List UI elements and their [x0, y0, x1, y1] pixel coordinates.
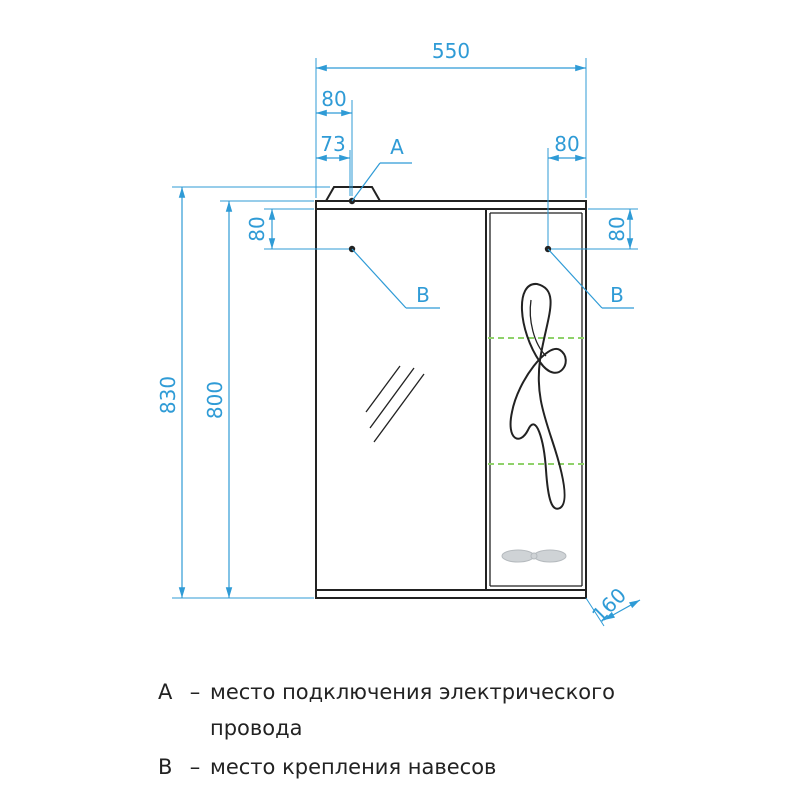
callout-a-label: A — [390, 135, 404, 159]
dim-right-offset-top-label: 80 — [554, 132, 579, 156]
legend-a-text-line2: провода — [210, 716, 303, 740]
bottom-plinth — [315, 589, 587, 599]
dim-body-height-label: 800 — [203, 381, 227, 419]
dim-left-offset-inner-label: 73 — [320, 132, 345, 156]
legend-b-text-line1: место крепления навесов — [210, 755, 497, 779]
cabinet-body — [315, 186, 587, 599]
callout-b-left-label: B — [416, 283, 430, 307]
dim-right-offset-top: 80 — [547, 132, 586, 246]
callout-a: A — [351, 135, 412, 202]
dim-right-vertical-small: 80 — [551, 208, 638, 250]
dim-left-vertical-small: 80 — [245, 208, 349, 250]
dim-left-offset-inner: 73 — [316, 132, 351, 196]
dim-body-height: 800 — [203, 200, 314, 599]
cabinet-drawing: 550 80 73 80 80 80 830 — [156, 39, 641, 627]
legend-a-text-line1: место подключения электрического — [210, 680, 616, 704]
dim-left-offset-outer-label: 80 — [321, 87, 346, 111]
cabinet-outline — [315, 208, 587, 591]
legend-a-line1: A–место подключения электрического — [158, 680, 615, 704]
mirror-glare — [365, 365, 425, 443]
legend-b-line1: B–место крепления навесов — [158, 755, 496, 779]
dim-right-vertical-small-label: 80 — [605, 216, 629, 241]
legend-a-line2: провода — [210, 716, 303, 740]
legend-b-dash: – — [189, 755, 201, 779]
bottom-ornament — [501, 549, 567, 563]
dim-left-vertical-small-label: 80 — [245, 216, 269, 241]
dim-total-height: 830 — [156, 186, 330, 599]
dim-total-height-label: 830 — [156, 376, 180, 414]
top-cornice — [315, 200, 587, 210]
legend-a-dash: – — [189, 680, 201, 704]
callout-b-right: B — [547, 248, 634, 309]
callout-b-left: B — [351, 248, 440, 309]
dim-depth-label: 160 — [587, 583, 631, 627]
callout-b-right-label: B — [610, 283, 624, 307]
door-ornament — [509, 282, 567, 510]
legend-b-key: B — [158, 755, 173, 779]
dim-left-offset-outer: 80 — [316, 87, 353, 196]
legend-a-key: A — [158, 680, 173, 704]
dim-total-width: 550 — [315, 39, 587, 198]
connection-box — [325, 186, 381, 202]
dim-depth: 160 — [585, 583, 641, 627]
dim-total-width-label: 550 — [432, 39, 470, 63]
